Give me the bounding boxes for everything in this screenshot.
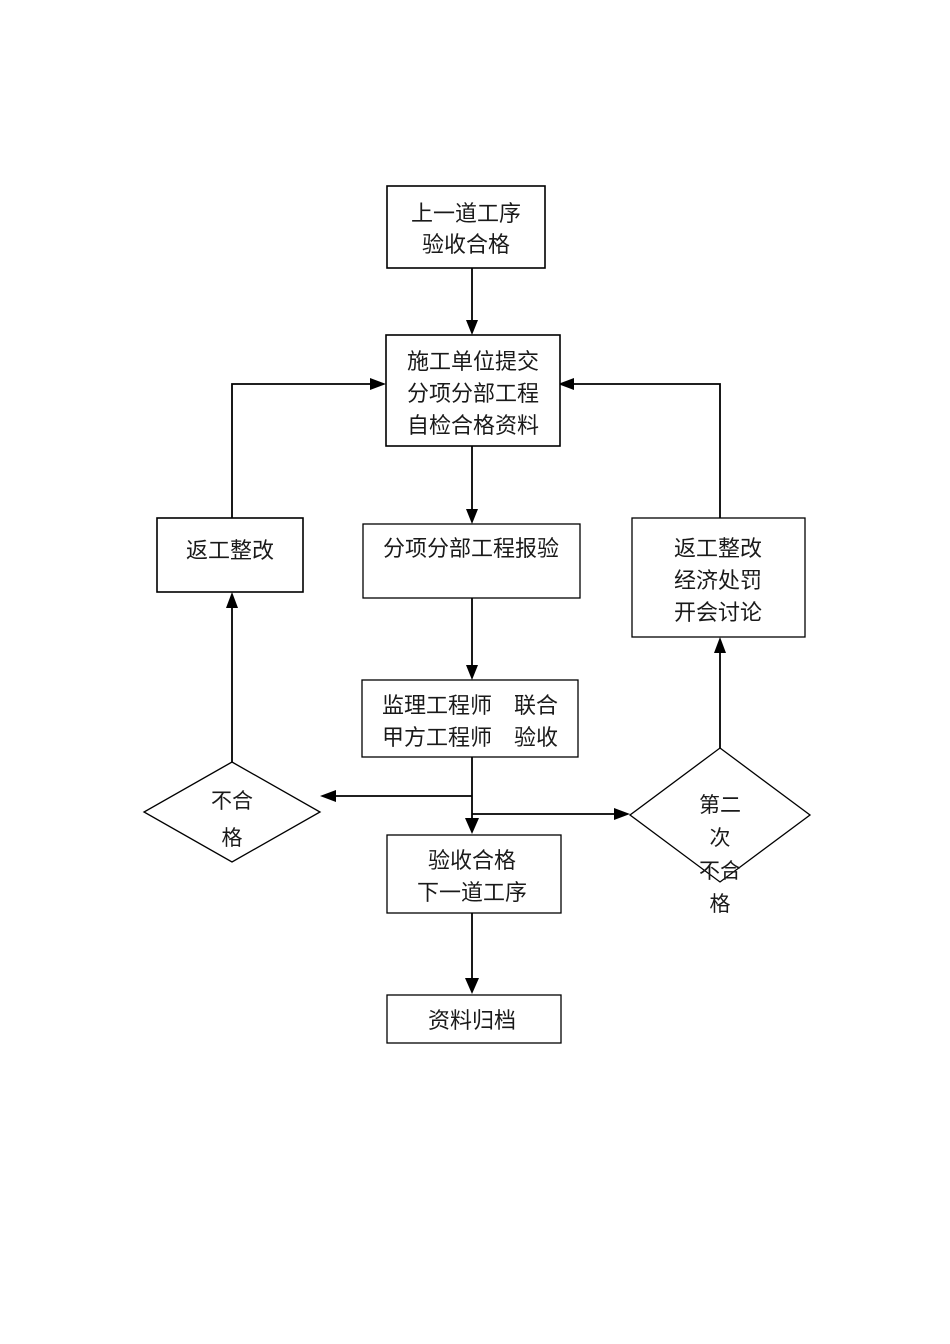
node-fail-left-line1: 不合 xyxy=(211,789,253,813)
node-rework-left-line1: 返工整改 xyxy=(186,538,274,563)
node-archive[interactable]: 资料归档 xyxy=(386,994,562,1044)
node-fail-right-line1: 第二 xyxy=(699,793,741,817)
node-inspection-request[interactable]: 分项分部工程报验 xyxy=(362,523,581,599)
node-joint-acceptance[interactable]: 监理工程师 联合 甲方工程师 验收 xyxy=(361,679,579,758)
edge-joint-to-pass xyxy=(465,757,479,834)
node-prev-process-line1: 上一道工序 xyxy=(411,201,521,226)
edge-rework-right-to-submit xyxy=(558,378,721,518)
node-joint-acceptance-line1: 监理工程师 联合 xyxy=(382,693,558,718)
node-rework-left[interactable]: 返工整改 xyxy=(156,517,304,593)
edge-rework-left-to-submit xyxy=(231,378,386,518)
edge-inspection-to-joint xyxy=(466,598,478,680)
node-rework-right-line3: 开会讨论 xyxy=(674,600,762,625)
node-pass-next[interactable]: 验收合格 下一道工序 xyxy=(386,834,562,914)
node-inspection-request-line1: 分项分部工程报验 xyxy=(383,536,559,561)
node-joint-acceptance-line2: 甲方工程师 验收 xyxy=(382,725,558,750)
node-submit-docs[interactable]: 施工单位提交 分项分部工程 自检合格资料 xyxy=(385,334,561,447)
edge-fail-right-to-rework-right xyxy=(714,637,726,748)
edge-joint-to-fail-left xyxy=(320,790,472,802)
node-pass-next-line1: 验收合格 xyxy=(428,848,516,873)
node-fail-right-line3: 不合 xyxy=(699,859,741,883)
edge-pass-to-archive xyxy=(465,913,479,994)
node-rework-right-line2: 经济处罚 xyxy=(674,568,762,593)
node-fail-left[interactable]: 不合 格 xyxy=(142,761,322,863)
node-submit-docs-line1: 施工单位提交 xyxy=(407,349,539,374)
edge-submit-to-inspection xyxy=(466,446,478,524)
node-rework-right[interactable]: 返工整改 经济处罚 开会讨论 xyxy=(631,517,806,638)
node-fail-right[interactable]: 第二 次 不合 格 xyxy=(628,747,812,916)
edge-fail-left-to-rework-left xyxy=(226,592,238,768)
node-fail-right-line4: 格 xyxy=(710,892,731,916)
node-submit-docs-line3: 自检合格资料 xyxy=(407,413,539,438)
node-fail-left-line2: 格 xyxy=(222,826,243,850)
edge-joint-to-fail-right xyxy=(472,808,630,820)
node-pass-next-line2: 下一道工序 xyxy=(417,880,527,905)
node-fail-right-line2: 次 xyxy=(710,826,731,850)
connector-layer xyxy=(226,268,726,994)
node-rework-right-line1: 返工整改 xyxy=(674,536,762,561)
node-submit-docs-line2: 分项分部工程 xyxy=(407,381,539,406)
node-archive-line1: 资料归档 xyxy=(428,1008,516,1033)
edge-prev-to-submit xyxy=(466,268,478,335)
node-prev-process[interactable]: 上一道工序 验收合格 xyxy=(386,185,546,269)
node-prev-process-line2: 验收合格 xyxy=(422,232,510,257)
